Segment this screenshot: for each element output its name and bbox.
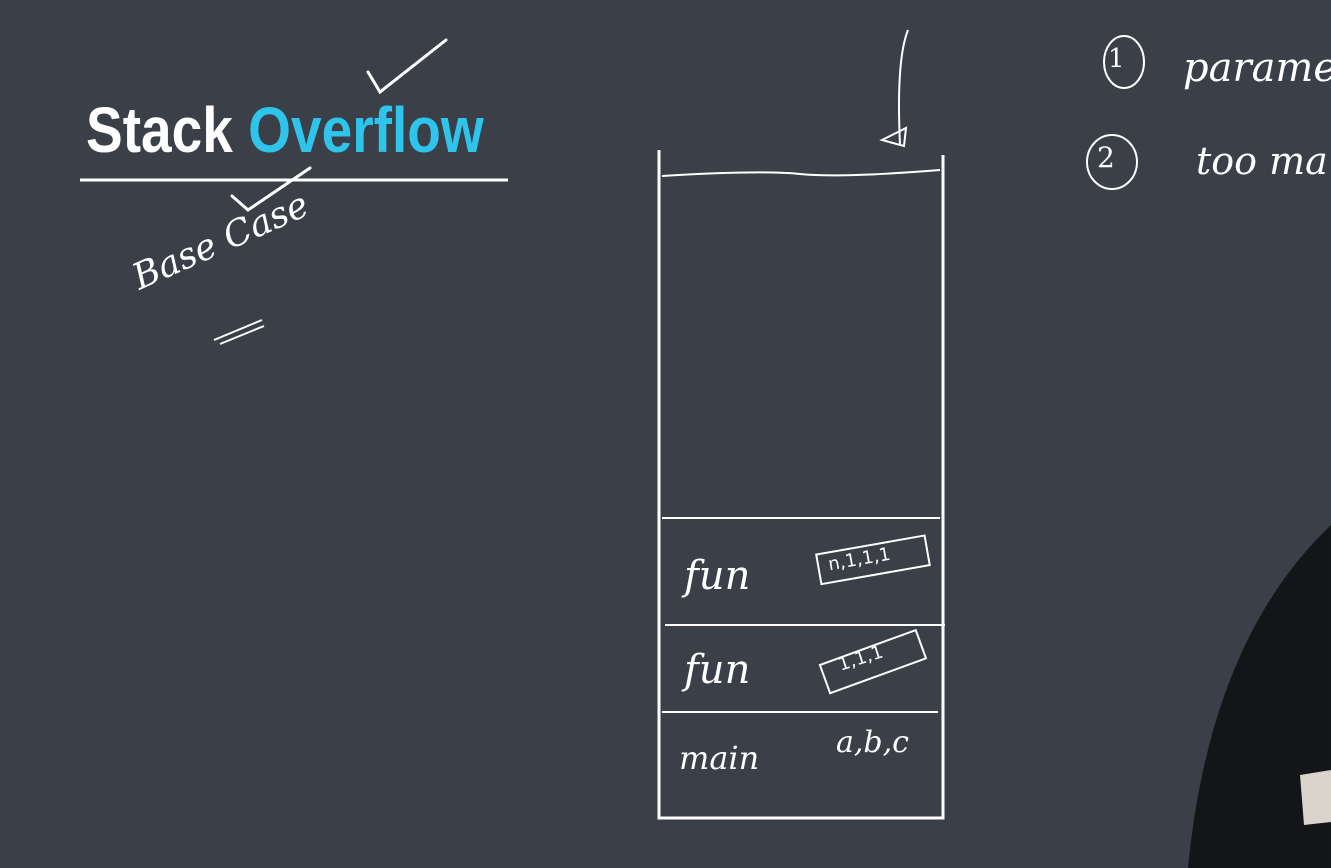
arrow-head-icon bbox=[879, 126, 908, 148]
title-word-overflow: Overflow bbox=[248, 94, 484, 166]
check-mark-top-icon bbox=[366, 38, 448, 95]
circle-1-icon bbox=[1103, 35, 1145, 89]
stack-frame-label: fun bbox=[684, 647, 751, 693]
list-number: 2 bbox=[1097, 141, 1115, 174]
list-item-text: paramet bbox=[1183, 45, 1331, 91]
list-number: 1 bbox=[1108, 44, 1125, 74]
presenter-camera-overlay bbox=[1188, 525, 1331, 868]
array-box-2 bbox=[818, 628, 928, 695]
base-case-underline bbox=[213, 319, 265, 345]
stack-top-line bbox=[661, 169, 941, 177]
title-word-stack: Stack bbox=[86, 94, 233, 166]
array-box-1 bbox=[815, 534, 931, 586]
list-item-text: too ma bbox=[1196, 139, 1328, 183]
camera-highlight bbox=[1300, 770, 1331, 825]
frame-variables: a,b,c bbox=[836, 725, 909, 760]
page-title: Stack Overflow bbox=[86, 98, 484, 162]
stack-container bbox=[657, 150, 945, 820]
check-mark-bottom-icon bbox=[230, 166, 312, 212]
circle-2-icon bbox=[1086, 134, 1138, 190]
stack-frame-label: fun bbox=[684, 553, 751, 599]
stack-frame-label: main bbox=[679, 739, 760, 777]
arrow-down-icon bbox=[898, 29, 909, 146]
